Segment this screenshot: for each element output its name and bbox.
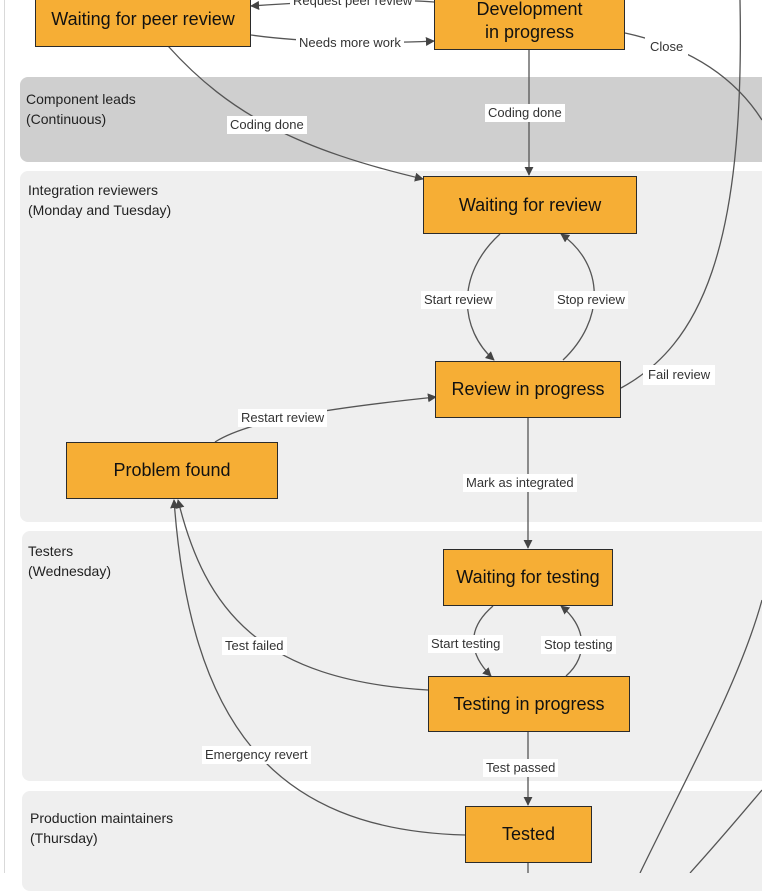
state-testing-in-progress[interactable]: Testing in progress [428, 676, 630, 732]
state-problem-found[interactable]: Problem found [66, 442, 278, 499]
state-review-in-progress[interactable]: Review in progress [435, 361, 621, 418]
lane-schedule: (Continuous) [26, 111, 107, 127]
edge-test-failed [175, 499, 429, 691]
label-coding-done-center: Coding done [485, 104, 565, 122]
label-close: Close [645, 37, 689, 57]
state-tested[interactable]: Tested [465, 806, 592, 863]
label-test-passed: Test passed [483, 759, 559, 777]
label-needs-more-work: Needs more work [296, 34, 404, 52]
state-label: Waiting for review [458, 194, 602, 215]
edge-right-curve-2 [689, 789, 762, 873]
lane-role: Component leads [26, 91, 136, 107]
label-test-failed: Test failed [222, 637, 287, 655]
state-label: Waiting for testing [456, 567, 600, 587]
state-waiting-for-testing[interactable]: Waiting for testing [443, 549, 613, 606]
state-label: Waiting for peer review [51, 9, 235, 29]
label-restart-review: Restart review [238, 409, 328, 427]
lane-testers [22, 531, 762, 781]
lane-role: Production maintainers [30, 810, 174, 826]
lane-schedule: (Monday and Tuesday) [28, 202, 172, 218]
label-coding-done-left: Coding done [227, 116, 307, 134]
lane-schedule: (Wednesday) [28, 563, 112, 579]
state-label: Tested [501, 824, 556, 844]
label-request-peer-review: Request peer review [290, 0, 416, 10]
state-label: Review in progress [451, 379, 605, 399]
edge-fail-review [620, 0, 742, 389]
state-label: Testing in progress [453, 693, 605, 714]
label-stop-testing: Stop testing [541, 636, 616, 654]
edge-right-curve-1 [639, 599, 762, 873]
left-border [4, 0, 5, 873]
state-label: Problem found [113, 460, 231, 480]
label-start-review: Start review [421, 291, 496, 309]
lane-role: Testers [28, 543, 74, 559]
label-stop-review: Stop review [554, 291, 628, 309]
state-label: in progress [484, 22, 575, 42]
edge-emergency-revert [170, 499, 466, 836]
edge-coding-done-left [167, 45, 424, 182]
lane-component-leads [20, 77, 762, 162]
lane-title-component-leads: Component leads (Continuous) [26, 89, 136, 129]
lane-title-testers: Testers (Wednesday) [28, 541, 111, 581]
lane-title-integration-reviewers: Integration reviewers (Monday and Tuesda… [28, 180, 171, 220]
state-waiting-for-review[interactable]: Waiting for review [423, 176, 637, 234]
edge-close [624, 32, 762, 121]
lane-title-production-maintainers: Production maintainers (Thursday) [30, 808, 173, 848]
label-start-testing: Start testing [428, 635, 504, 653]
state-development-in-progress[interactable]: Development in progress [434, 0, 625, 50]
label-fail-review: Fail review [643, 365, 716, 385]
label-emergency-revert: Emergency revert [202, 746, 311, 764]
lane-role: Integration reviewers [28, 182, 158, 198]
lane-schedule: (Thursday) [30, 830, 98, 846]
label-mark-as-integrated: Mark as integrated [463, 474, 577, 492]
transition-edges [167, 0, 762, 873]
state-label: Development [476, 0, 583, 19]
state-waiting-for-peer-review[interactable]: Waiting for peer review [35, 0, 251, 47]
